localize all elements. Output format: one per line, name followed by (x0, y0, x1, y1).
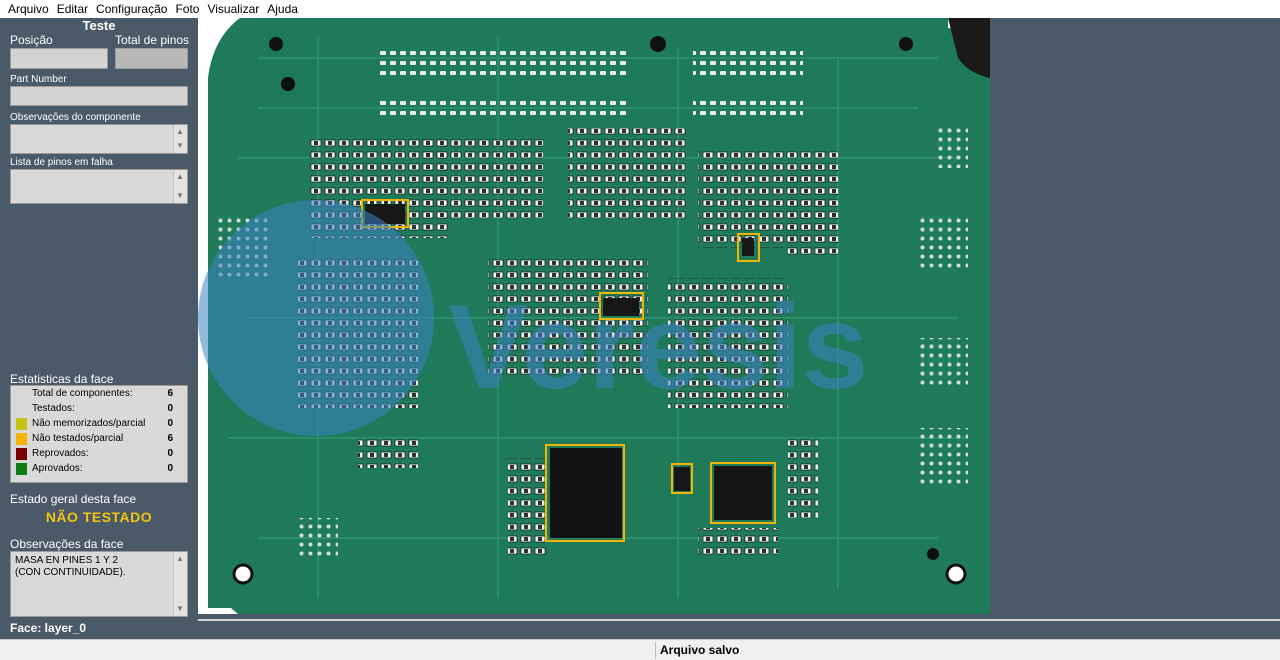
stat-value: 0 (167, 403, 173, 414)
divider (198, 619, 1280, 621)
stat-label: Não memorizados/parcial (32, 418, 146, 429)
scroll-up-icon[interactable]: ▲ (176, 127, 184, 136)
status-bar: Arquivo salvo (0, 639, 1280, 660)
position-field[interactable] (10, 48, 108, 69)
pcb-photo: Veresis (198, 18, 990, 614)
scrollbar[interactable]: ▲ ▼ (173, 552, 187, 616)
stats-title: Estatisticas da face (10, 372, 114, 386)
stat-label: Não testados/parcial (32, 433, 124, 444)
failed-pins-label: Lista de pinos em falha (10, 157, 113, 168)
face-state-label: Estado geral desta face (10, 492, 137, 506)
failed-pins-textarea[interactable]: ▲ ▼ (10, 169, 188, 204)
stat-value: 0 (167, 418, 173, 429)
total-pins-field[interactable] (115, 48, 188, 69)
right-empty-area (990, 18, 1280, 621)
stat-value: 0 (167, 463, 173, 474)
scrollbar[interactable]: ▲ ▼ (173, 170, 187, 203)
stat-not-memorized: Não memorizados/parcial 0 (11, 417, 187, 432)
component-obs-label: Observações do componente (10, 112, 141, 123)
panel-title: Teste (82, 18, 116, 33)
scroll-down-icon[interactable]: ▼ (176, 141, 184, 150)
menu-configuracao[interactable]: Configuração (96, 2, 168, 16)
pcb-photo-viewer[interactable]: Veresis (198, 18, 990, 614)
scrollbar[interactable]: ▲ ▼ (173, 125, 187, 153)
menu-visualizar[interactable]: Visualizar (207, 2, 260, 16)
face-name: Face: layer_0 (10, 621, 87, 635)
color-swatch (16, 433, 27, 445)
stats-box: Total de componentes: 6 Testados: 0 Não … (10, 385, 188, 483)
color-swatch (16, 418, 27, 430)
color-swatch (16, 463, 27, 475)
scroll-up-icon[interactable]: ▲ (176, 554, 184, 563)
menu-foto[interactable]: Foto (175, 2, 200, 16)
face-obs-textarea[interactable]: MASA EN PINES 1 Y 2 (CON CONTINUIDADE). … (10, 551, 188, 617)
part-number-field[interactable] (10, 86, 188, 106)
stat-total: Total de componentes: 6 (11, 387, 187, 402)
stat-label: Reprovados: (32, 448, 89, 459)
svg-text:Veresis: Veresis (448, 280, 868, 414)
menu-ajuda[interactable]: Ajuda (267, 2, 298, 16)
part-number-label: Part Number (10, 74, 67, 85)
stat-value: 0 (167, 448, 173, 459)
stat-label: Total de componentes: (32, 388, 133, 399)
color-swatch (16, 448, 27, 460)
stat-label: Aprovados: (32, 463, 83, 474)
face-obs-label: Observações da face (10, 537, 124, 551)
scroll-up-icon[interactable]: ▲ (176, 172, 184, 181)
component-obs-textarea[interactable]: ▲ ▼ (10, 124, 188, 154)
total-pins-label: Total de pinos (115, 33, 190, 47)
menu-bar: Arquivo Editar Configuração Foto Visuali… (0, 0, 1280, 18)
scroll-down-icon[interactable]: ▼ (176, 191, 184, 200)
stat-value: 6 (167, 433, 173, 444)
face-obs-text: MASA EN PINES 1 Y 2 (CON CONTINUIDADE). (15, 555, 126, 578)
status-message: Arquivo salvo (660, 643, 740, 657)
face-state-value: NÃO TESTADO (45, 509, 153, 525)
stat-label: Testados: (32, 403, 75, 414)
menu-arquivo[interactable]: Arquivo (8, 2, 49, 16)
stat-not-tested: Não testados/parcial 6 (11, 432, 187, 447)
position-label: Posição (10, 33, 53, 47)
scroll-down-icon[interactable]: ▼ (176, 604, 184, 613)
stat-failed: Reprovados: 0 (11, 447, 187, 462)
stat-tested: Testados: 0 (11, 402, 187, 417)
menu-editar[interactable]: Editar (56, 2, 89, 16)
status-separator (655, 642, 656, 659)
stat-value: 6 (167, 388, 173, 399)
stat-approved: Aprovados: 0 (11, 462, 187, 477)
sidebar-panel: Teste Posição Total de pinos Part Number… (0, 18, 198, 639)
